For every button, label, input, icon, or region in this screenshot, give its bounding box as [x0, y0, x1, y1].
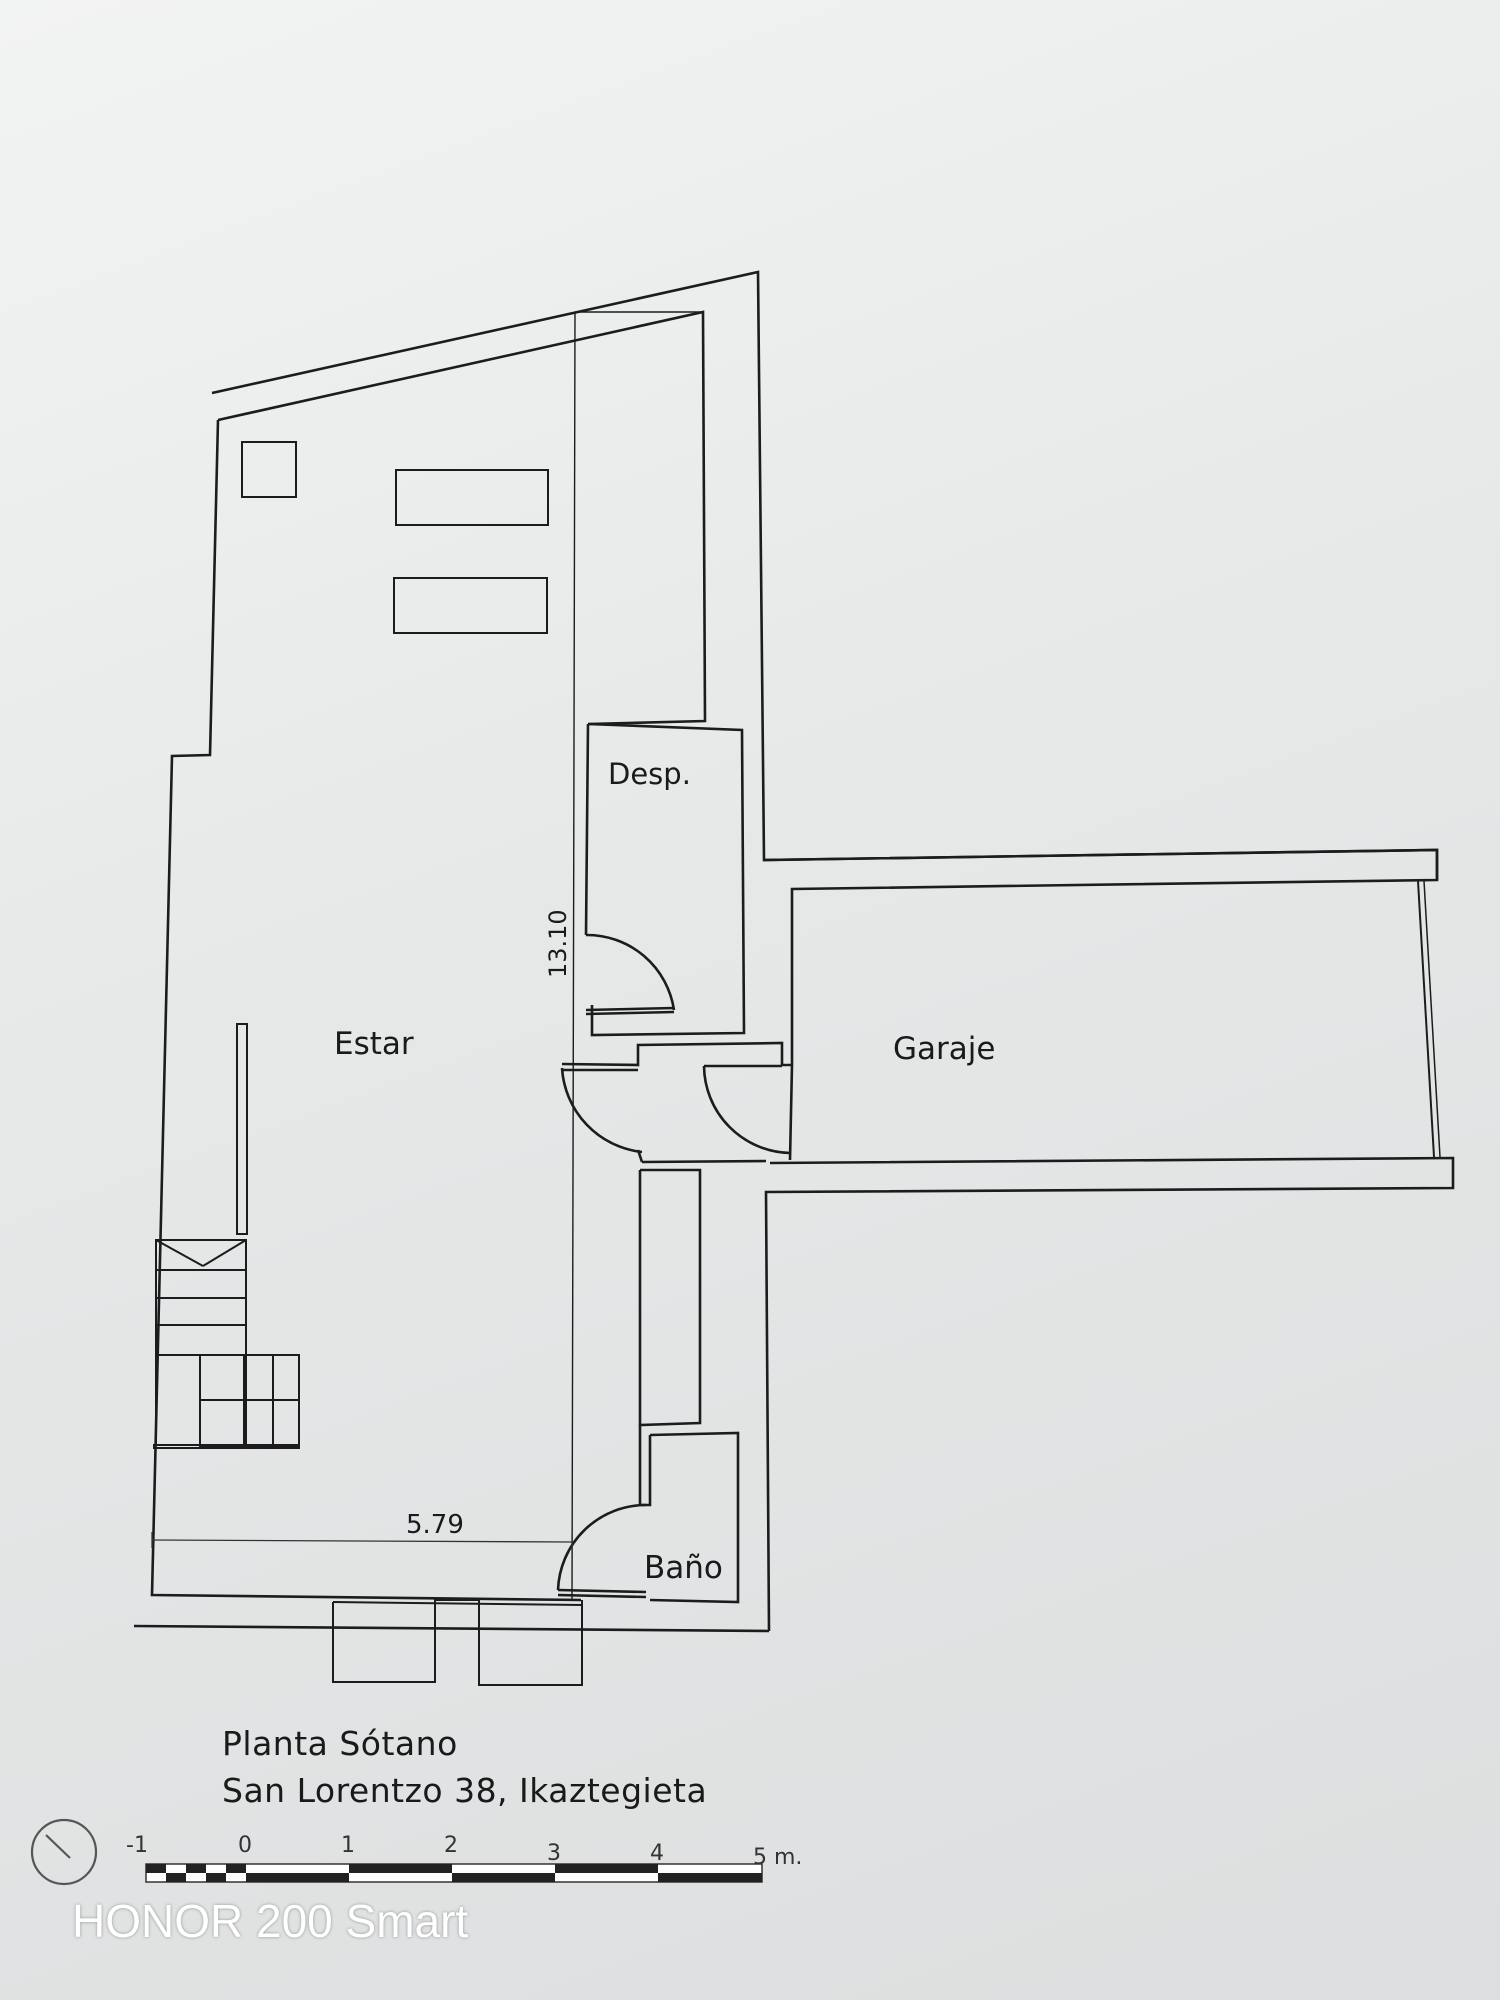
left-partition — [236, 1023, 248, 1235]
skylight-small — [241, 441, 297, 498]
right-wall-lower — [764, 1156, 1455, 1632]
bath-door-swing — [556, 1503, 647, 1591]
width-dimension: 5.79 — [406, 1510, 464, 1540]
scale-label: 5 m. — [753, 1845, 802, 1870]
scale-bar: -1 0 1 2 3 4 5 m. — [126, 1833, 802, 1883]
left-wall — [150, 419, 582, 1602]
room-label-desp: Desp. — [608, 757, 691, 791]
desp-room — [587, 722, 746, 1037]
plan-address: San Lorentzo 38, Ikaztegieta — [222, 1771, 708, 1810]
front-porch — [332, 1599, 583, 1686]
outer-wall-top — [211, 270, 1439, 880]
plan-title: Planta Sótano — [222, 1724, 458, 1763]
scale-label: -1 — [126, 1833, 148, 1858]
scale-label: 4 — [650, 1841, 664, 1866]
inner-wall-top — [217, 310, 707, 726]
hall-column — [638, 1168, 702, 1427]
bottom-wall — [133, 1624, 770, 1633]
staircase — [153, 1239, 300, 1449]
camera-watermark: HONOR 200 Smart — [72, 1895, 469, 1947]
desp-door-swing — [585, 933, 676, 1011]
scale-label: 1 — [341, 1833, 355, 1858]
garage-door — [1417, 880, 1435, 1158]
room-label-garaje: Garaje — [893, 1031, 995, 1067]
garage-door-2 — [1423, 880, 1441, 1158]
skylight-1 — [395, 469, 549, 526]
bath-room — [649, 1431, 740, 1604]
room-label-bano: Baño — [644, 1550, 723, 1586]
scale-label: 3 — [547, 1841, 561, 1866]
room-label-estar: Estar — [334, 1026, 414, 1062]
scale-label: 2 — [444, 1833, 458, 1858]
skylight-2 — [393, 577, 548, 634]
height-dimension: 13.10 — [544, 909, 572, 978]
corridor-upper — [561, 1041, 792, 1067]
corridor-lower — [641, 1159, 767, 1164]
estar-door-swing — [560, 1067, 643, 1154]
garage-top-wall — [763, 848, 1439, 1065]
center-partition — [571, 311, 576, 1601]
width-dimension-line — [151, 1539, 573, 1543]
scale-label: 0 — [238, 1833, 252, 1858]
garage-bottom-wall — [788, 1064, 794, 1161]
north-arrow-icon — [30, 1818, 98, 1886]
desp-left — [584, 723, 590, 936]
garage-door-swing — [702, 1065, 791, 1155]
